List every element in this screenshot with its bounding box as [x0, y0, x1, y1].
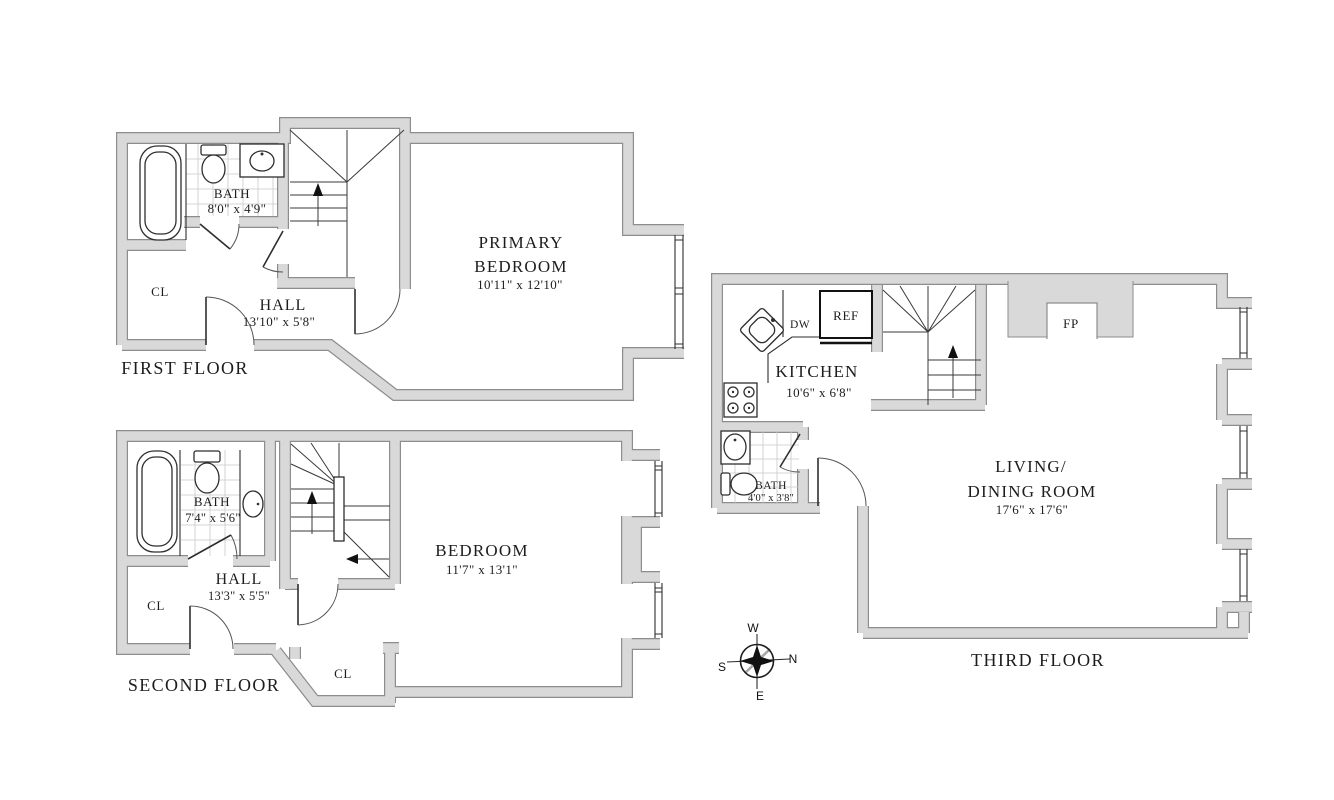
room-dims-bath-3: 4'0" x 3'8" — [748, 493, 794, 504]
room-label-bath-3: BATH — [755, 480, 787, 492]
bathtub — [136, 450, 178, 553]
room-dims-bedroom-2: 11'7" x 13'1" — [446, 562, 518, 577]
compass-label-south: S — [718, 660, 726, 674]
fireplace-chimney: FP — [1007, 281, 1134, 339]
room-dims-primary-bedroom: 10'11" x 12'10" — [477, 277, 563, 292]
room-label-closet-1: CL — [151, 284, 169, 299]
bath-door — [779, 433, 801, 473]
room-label-living-line1: LIVING/ — [995, 457, 1067, 476]
floor-label-second: SECOND FLOOR — [128, 675, 280, 695]
sink — [239, 143, 285, 178]
sink — [720, 430, 751, 465]
staircase-up-down — [290, 442, 390, 578]
fireplace-label: FP — [1063, 316, 1079, 331]
stair-up-arrow-icon — [307, 491, 317, 504]
stove — [723, 382, 758, 418]
toilet — [200, 144, 227, 184]
floor-label-third: THIRD FLOOR — [971, 650, 1105, 670]
room-label-living-line2: DINING ROOM — [968, 482, 1097, 501]
stair-up-arrow-icon — [948, 345, 958, 358]
bath-door — [199, 223, 240, 250]
stair-up-arrow-icon — [313, 183, 323, 196]
living-room-door — [817, 457, 867, 507]
room-label-hall-1: HALL — [260, 297, 307, 314]
bath-dividers — [179, 450, 241, 556]
room-dims-living: 17'6" x 17'6" — [996, 502, 1069, 517]
room-label-closet-bottom: CL — [334, 666, 352, 681]
kitchen-faucet-icon — [771, 318, 775, 322]
refrigerator-label: REF — [833, 308, 859, 323]
compass-rose: W N S E — [718, 621, 797, 703]
first-floor-plan: BATH 8'0" x 4'9" CL HALL 13'10" x 5'8" P… — [121, 123, 684, 395]
dishwasher-label: DW — [790, 319, 810, 331]
third-floor-bath-tile-grid — [721, 431, 799, 503]
room-label-bedroom-2: BEDROOM — [435, 541, 528, 560]
room-dims-bath-2: 7'4" x 5'6" — [185, 511, 241, 525]
window-bay — [674, 235, 684, 349]
bedroom-door — [354, 288, 401, 335]
staircase-up — [882, 285, 981, 405]
compass-label-north: N — [789, 652, 798, 666]
stair-door — [297, 583, 339, 626]
entry-door — [189, 605, 234, 650]
window-bay — [654, 461, 663, 638]
compass-star-icon — [740, 645, 774, 677]
sink — [242, 490, 264, 518]
second-floor-plan: BATH 7'4" x 5'6" HALL 13'3" x 5'5" CL CL… — [122, 436, 662, 703]
stair-rail — [333, 476, 345, 542]
room-label-kitchen: KITCHEN — [776, 362, 859, 381]
room-dims-kitchen: 10'6" x 6'8" — [786, 385, 852, 400]
entry-door — [205, 296, 255, 346]
bath-door — [187, 534, 238, 560]
refrigerator: REF — [819, 290, 873, 345]
floor-label-first: FIRST FLOOR — [121, 358, 249, 378]
third-floor-plan: FP REF — [717, 279, 1252, 670]
room-label-closet-left: CL — [147, 598, 165, 613]
room-label-primary-bedroom-line1: PRIMARY — [479, 233, 564, 252]
room-label-primary-bedroom-line2: BEDROOM — [474, 257, 567, 276]
room-dims-hall-1: 13'10" x 5'8" — [243, 314, 316, 329]
staircase-up — [289, 129, 405, 277]
room-label-hall-2: HALL — [216, 571, 263, 588]
compass-label-west: W — [747, 621, 759, 635]
toilet — [720, 472, 758, 496]
kitchen-sink — [739, 307, 785, 353]
stair-down-arrow-icon — [346, 554, 358, 564]
room-label-bath-1: BATH — [214, 186, 250, 201]
room-label-bath-2: BATH — [194, 494, 230, 509]
window-bay — [1239, 307, 1248, 601]
room-dims-hall-2: 13'3" x 5'5" — [208, 589, 270, 603]
compass-label-east: E — [756, 689, 764, 703]
bathtub — [139, 145, 182, 241]
third-floor-walls — [717, 279, 1252, 633]
toilet — [193, 450, 221, 494]
closet-door — [262, 230, 284, 273]
room-dims-bath-1: 8'0" x 4'9" — [208, 201, 267, 216]
